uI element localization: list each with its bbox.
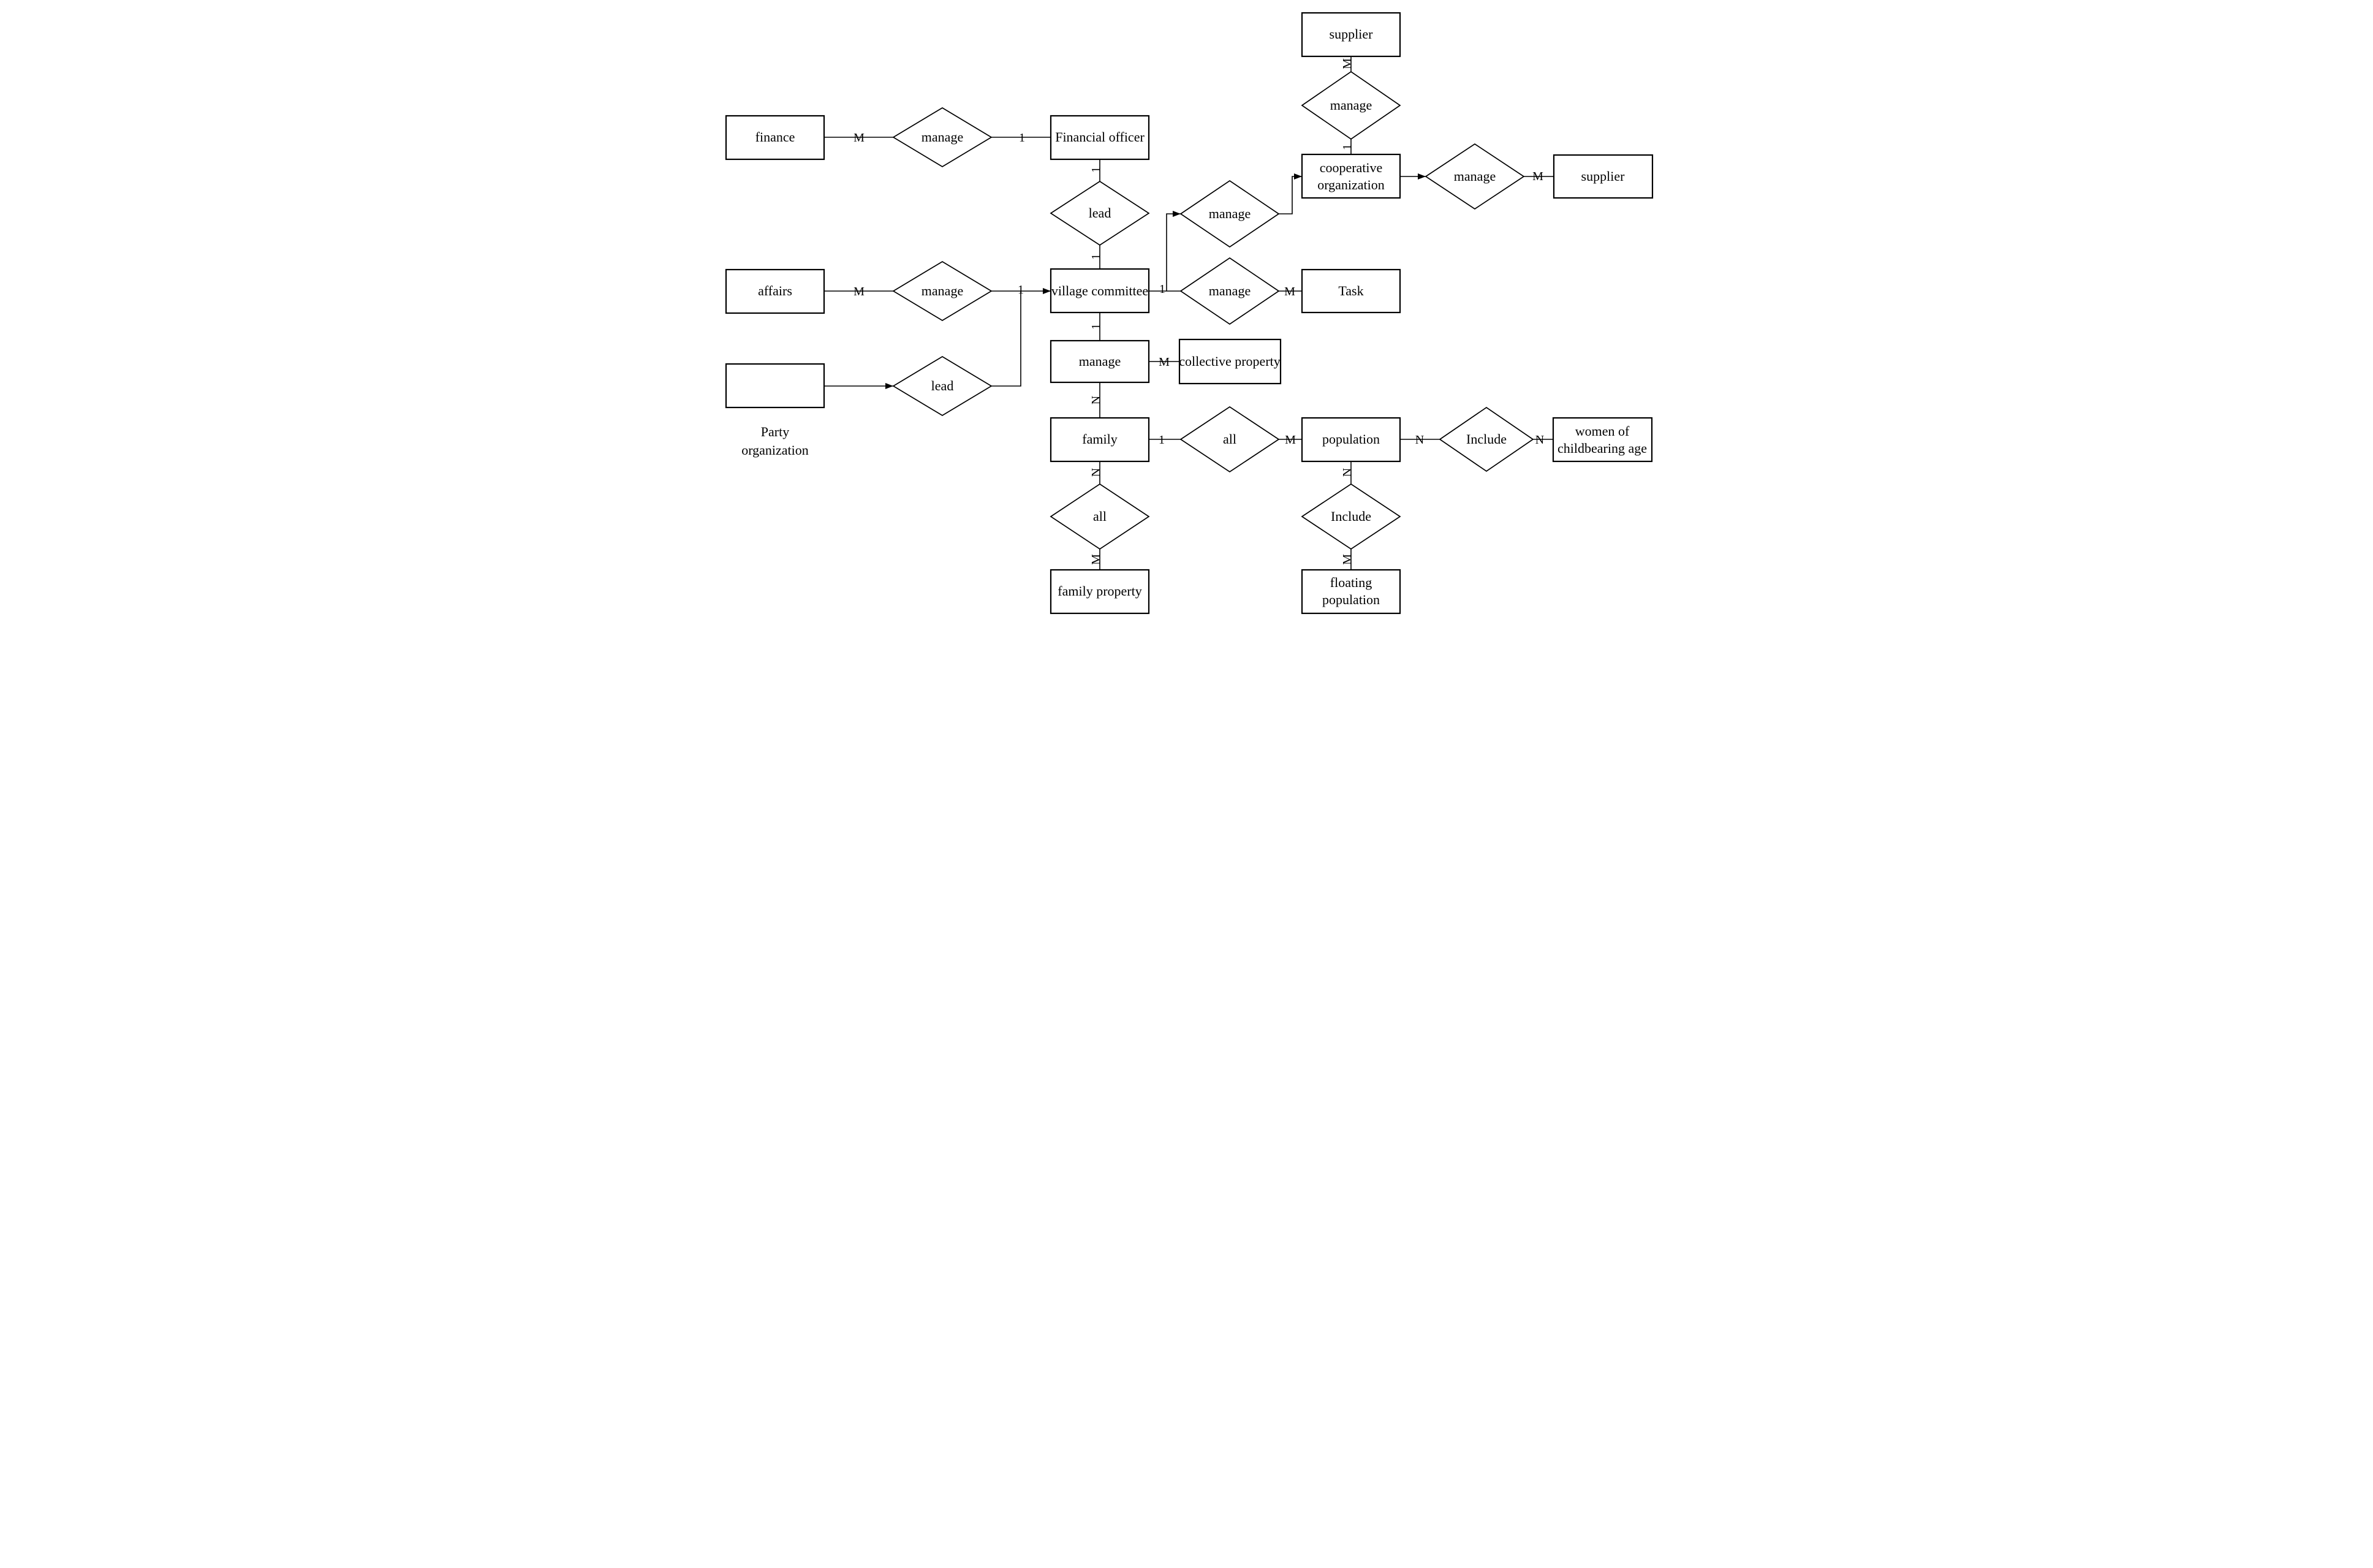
connector-village-manage-coop-arrow xyxy=(1166,211,1181,291)
cardinality-manage-supright-m: M xyxy=(1532,170,1543,183)
relationship-include-floating-label: Include xyxy=(1331,509,1371,524)
action-box-manage-label: manage xyxy=(1079,354,1121,369)
entity-supplier-right xyxy=(1553,154,1654,199)
relationship-manage-finance-label: manage xyxy=(922,129,963,145)
cardinality-population-include-n: N xyxy=(1415,433,1424,447)
cardinality-finance-m: M xyxy=(853,131,865,145)
entities: finance affairs Party organization Finan… xyxy=(725,12,1654,615)
entity-financial-officer-label: Financial officer xyxy=(1055,129,1145,145)
cardinality-finofficer-lead-1: 1 xyxy=(1089,167,1103,173)
entity-population-label: population xyxy=(1322,431,1380,447)
entity-village-committee xyxy=(1050,268,1150,314)
cardinality-lead-village-1: 1 xyxy=(1089,254,1103,260)
relationship-all-population-label: all xyxy=(1223,431,1236,447)
relationship-lead-party xyxy=(892,356,993,416)
relationship-include-women xyxy=(1439,406,1534,472)
cardinality-allbottom-property-m: M xyxy=(1089,554,1103,565)
entity-financial-officer xyxy=(1050,115,1150,161)
cardinality-manage-finofficer-1: 1 xyxy=(1019,131,1025,145)
cardinality-family-allbottom-n: N xyxy=(1089,468,1103,477)
entity-family-label: family xyxy=(1082,431,1117,447)
cardinality-manage-coop-1: 1 xyxy=(1341,144,1354,150)
cardinality-village-managebox-1: 1 xyxy=(1089,324,1103,330)
entity-collective-property-label: collective property xyxy=(1179,354,1281,369)
relationships: manage lead manage lead manage manage ma… xyxy=(892,70,1534,550)
entity-family xyxy=(1050,417,1150,463)
relationship-manage-task xyxy=(1179,257,1280,325)
entity-family-property xyxy=(1050,569,1150,615)
entity-task xyxy=(1301,268,1401,314)
entity-family-property-label: family property xyxy=(1058,583,1141,599)
entity-finance xyxy=(725,115,825,161)
entity-cooperative-organization-line2: organization xyxy=(1317,177,1385,192)
entity-cooperative-organization xyxy=(1301,153,1401,199)
cardinality-all-population-m: M xyxy=(1285,433,1296,447)
relationship-manage-cooperative-label: manage xyxy=(1209,206,1251,221)
relationship-lead-financial-officer-label: lead xyxy=(1089,205,1111,221)
entity-supplier-top xyxy=(1301,12,1401,58)
entity-women-line1: women of xyxy=(1575,423,1630,439)
cardinality-family-all-1: 1 xyxy=(1159,433,1165,447)
entity-affairs xyxy=(725,268,825,314)
relationship-include-floating xyxy=(1301,483,1401,550)
entity-cooperative-organization-line1: cooperative xyxy=(1320,160,1383,175)
cardinality-labels: M 1 1 1 M 1 1 M M 1 M 1 M N 1 M N N N M … xyxy=(853,58,1544,565)
cardinality-affairs-m: M xyxy=(853,285,865,298)
relationship-manage-task-label: manage xyxy=(1209,283,1251,298)
relationship-manage-finance xyxy=(892,107,993,167)
connector-lead-junction xyxy=(991,291,1021,387)
cardinality-population-includebottom-n: N xyxy=(1341,468,1354,477)
cardinality-managetask-task-m: M xyxy=(1284,285,1295,298)
relationship-all-family-property-label: all xyxy=(1093,509,1107,524)
relationship-manage-affairs xyxy=(892,261,993,321)
action-box-manage xyxy=(1050,339,1150,384)
connectors xyxy=(824,56,1554,570)
relationship-all-population xyxy=(1179,406,1280,473)
cardinality-village-managetask-1: 1 xyxy=(1159,282,1165,296)
entity-supplier-right-label: supplier xyxy=(1581,169,1626,184)
relationship-manage-supplier-right xyxy=(1425,143,1525,210)
relationship-all-family-property xyxy=(1050,483,1150,550)
cardinality-include-women-n: N xyxy=(1535,433,1544,447)
entity-party-organization xyxy=(725,363,825,409)
relationship-lead-party-label: lead xyxy=(931,378,954,393)
relationship-include-women-label: Include xyxy=(1466,431,1507,447)
relationship-manage-supplier-right-label: manage xyxy=(1454,169,1496,184)
entity-women-line2: childbearing age xyxy=(1557,441,1647,456)
cardinality-manage-village-1: 1 xyxy=(1018,283,1024,297)
cardinality-managebox-family-n: N xyxy=(1089,396,1103,404)
entity-village-committee-label: village committee xyxy=(1051,283,1148,298)
party-organization-caption-line1: Party xyxy=(761,424,789,439)
party-organization-caption-line2: organization xyxy=(741,442,809,458)
er-diagram-canvas: finance affairs Party organization Finan… xyxy=(712,0,1661,626)
cardinality-supplier-manage-m: M xyxy=(1341,58,1354,69)
entity-supplier-top-label: supplier xyxy=(1330,26,1374,42)
entity-affairs-label: affairs xyxy=(758,283,792,298)
relationship-manage-affairs-label: manage xyxy=(922,283,963,298)
entity-floating-population xyxy=(1301,569,1401,615)
relationship-manage-supplier-top-label: manage xyxy=(1330,97,1372,113)
relationship-lead-financial-officer xyxy=(1050,180,1150,246)
er-diagram: finance affairs Party organization Finan… xyxy=(712,0,1661,626)
cardinality-managebox-collective-m: M xyxy=(1159,355,1170,369)
entity-population xyxy=(1301,417,1401,463)
entity-finance-label: finance xyxy=(755,129,795,145)
entity-women-of-childbearing-age xyxy=(1552,417,1653,463)
relationship-manage-cooperative xyxy=(1179,180,1280,248)
entity-floating-population-line1: floating xyxy=(1330,575,1372,590)
relationship-manage-supplier-top xyxy=(1301,70,1401,140)
cardinality-includebottom-floating-m: M xyxy=(1341,554,1354,565)
entity-floating-population-line2: population xyxy=(1322,592,1380,607)
entity-task-label: Task xyxy=(1338,283,1363,298)
entity-collective-property xyxy=(1178,338,1282,385)
connector-manage-coop-box-arrow xyxy=(1279,173,1302,214)
